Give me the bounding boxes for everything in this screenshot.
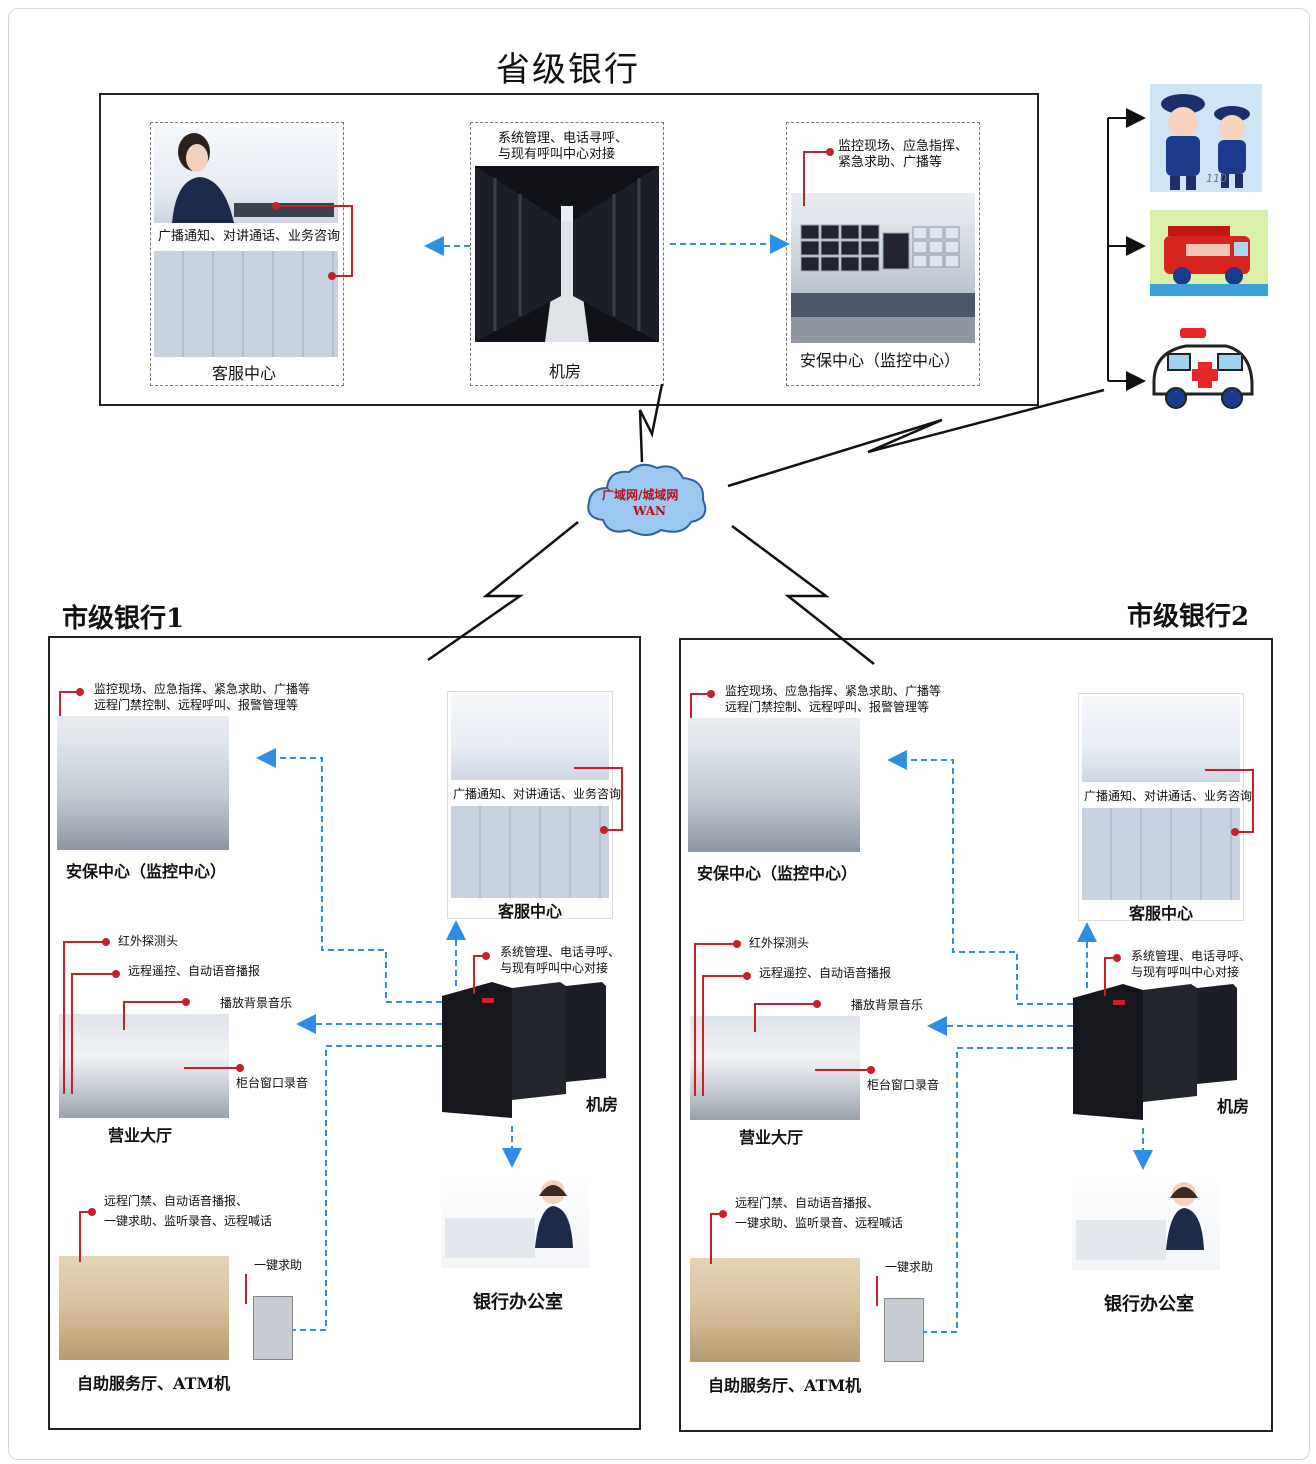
provincial-cs-callout xyxy=(276,205,353,277)
city1-ss-label: 自助服务厅、ATM机 xyxy=(77,1374,231,1393)
city2-hall-label: 营业大厅 xyxy=(739,1128,804,1147)
city1-counter-label: 柜台窗口录音 xyxy=(236,1076,309,1090)
city1-link-atm xyxy=(292,1045,442,1331)
lightning-wan-emergency xyxy=(727,388,1105,488)
city2-counter-label: 柜台窗口录音 xyxy=(867,1078,940,1092)
provincial-sec-note-1: 监控现场、应急指挥、 xyxy=(838,139,969,154)
provincial-mr-note-1: 系统管理、电话寻呼、 xyxy=(498,131,629,146)
police-picture: 110 xyxy=(1150,84,1262,192)
lightning-wan-city2 xyxy=(731,524,875,665)
city1-office-label: 银行办公室 xyxy=(473,1292,563,1313)
city1-sec-note-2: 远程门禁控制、远程呼叫、报警管理等 xyxy=(94,698,299,712)
city2-office-picture xyxy=(1072,1170,1220,1270)
city2-monitor-photo xyxy=(688,718,860,852)
police-badge-text: 110 xyxy=(1206,172,1227,185)
city2-ss-note-2: 一键求助、监听录音、远程喊话 xyxy=(735,1216,904,1230)
diagram-frame xyxy=(8,8,1310,1460)
ambulance-picture xyxy=(1146,322,1258,414)
city1-office-picture xyxy=(441,1168,589,1268)
city1-mr-label: 机房 xyxy=(586,1095,619,1114)
city2-atm-picture xyxy=(884,1298,924,1362)
city2-server-rack xyxy=(1073,984,1263,1120)
city1-cs-label: 客服中心 xyxy=(498,902,563,921)
provincial-mr-note-2: 与现有呼叫中心对接 xyxy=(498,147,616,162)
city2-mr-label: 机房 xyxy=(1217,1097,1250,1116)
fire-truck-picture xyxy=(1150,210,1268,296)
city2-cs-note: 广播通知、对讲通话、业务咨询 xyxy=(1084,789,1253,803)
monitor-room-photo xyxy=(791,193,975,343)
city2-agent-photo xyxy=(1082,696,1240,782)
city2-infrared-label: 红外探测头 xyxy=(749,936,810,950)
provincial-sec-note-2: 紧急求助、广播等 xyxy=(838,155,943,170)
provincial-sec-callout xyxy=(803,151,830,206)
city2-sec-label: 安保中心（监控中心） xyxy=(697,864,858,883)
wan-cloud xyxy=(583,458,711,540)
city1-atm-picture xyxy=(253,1296,293,1360)
city1-monitor-photo xyxy=(57,716,229,850)
wan-label-1: 广域网/城域网 xyxy=(602,488,679,502)
city2-ss-label: 自助服务厅、ATM机 xyxy=(708,1376,862,1395)
city2-music-label: 播放背景音乐 xyxy=(851,998,924,1012)
city1-link-security xyxy=(256,748,442,1003)
city1-cs-note: 广播通知、对讲通话、业务咨询 xyxy=(453,787,622,801)
provincial-bank-box xyxy=(99,93,1039,406)
city1-ss-note-1: 远程门禁、自动语音播报、 xyxy=(104,1194,249,1208)
city2-title: 市级银行2 xyxy=(1127,602,1250,632)
city2-mr-note-2: 与现有呼叫中心对接 xyxy=(1131,965,1240,979)
city1-music-label: 播放背景音乐 xyxy=(220,996,293,1010)
city1-hall-label: 营业大厅 xyxy=(108,1126,173,1145)
city1-ss-note-2: 一键求助、监听录音、远程喊话 xyxy=(104,1214,273,1228)
provincial-bank-title: 省级银行 xyxy=(496,50,640,90)
city1-help-label: 一键求助 xyxy=(254,1258,303,1272)
city2-remote-label: 远程遥控、自动语音播报 xyxy=(759,966,892,980)
server-corridor-photo xyxy=(475,166,659,342)
city2-self-service-photo xyxy=(690,1258,860,1362)
provincial-mr-label: 机房 xyxy=(549,362,582,381)
city2-office-label: 银行办公室 xyxy=(1104,1294,1194,1315)
city1-callcenter-photo xyxy=(451,806,609,898)
wan-label-2: WAN xyxy=(633,504,666,518)
provincial-cs-label: 客服中心 xyxy=(212,364,277,383)
city2-link-atm xyxy=(923,1047,1073,1333)
city1-box xyxy=(48,636,641,1430)
city1-sec-note-1: 监控现场、应急指挥、紧急求助、广播等 xyxy=(94,682,311,696)
lightning-wan-city1 xyxy=(427,521,579,662)
provincial-cs-note: 广播通知、对讲通话、业务咨询 xyxy=(158,229,341,244)
city1-infrared-label: 红外探测头 xyxy=(118,934,179,948)
city1-agent-photo xyxy=(451,694,609,780)
city2-sec-note-2: 远程门禁控制、远程呼叫、报警管理等 xyxy=(725,700,930,714)
city1-mr-note-2: 与现有呼叫中心对接 xyxy=(500,961,609,975)
city2-link-security xyxy=(887,750,1073,1005)
provincial-sec-label: 安保中心（监控中心） xyxy=(800,351,961,370)
city1-mr-note-1: 系统管理、电话寻呼、 xyxy=(500,945,621,959)
city2-help-label: 一键求助 xyxy=(885,1260,934,1274)
city1-title: 市级银行1 xyxy=(62,604,185,634)
city1-hall-photo xyxy=(59,1014,229,1118)
city2-hall-photo xyxy=(690,1016,860,1120)
call-center-photo xyxy=(154,251,338,357)
city2-cs-label: 客服中心 xyxy=(1129,904,1194,923)
lightning-wan-provincial xyxy=(638,383,664,463)
city2-ss-note-1: 远程门禁、自动语音播报、 xyxy=(735,1196,880,1210)
city1-sec-label: 安保中心（监控中心） xyxy=(66,862,227,881)
city1-remote-label: 远程遥控、自动语音播报 xyxy=(128,964,261,978)
city2-box xyxy=(679,638,1273,1432)
city2-mr-note-1: 系统管理、电话寻呼、 xyxy=(1131,949,1252,963)
city1-server-rack xyxy=(442,982,642,1118)
city2-sec-note-1: 监控现场、应急指挥、紧急求助、广播等 xyxy=(725,684,942,698)
city2-callcenter-photo xyxy=(1082,808,1240,900)
city1-self-service-photo xyxy=(59,1256,229,1360)
